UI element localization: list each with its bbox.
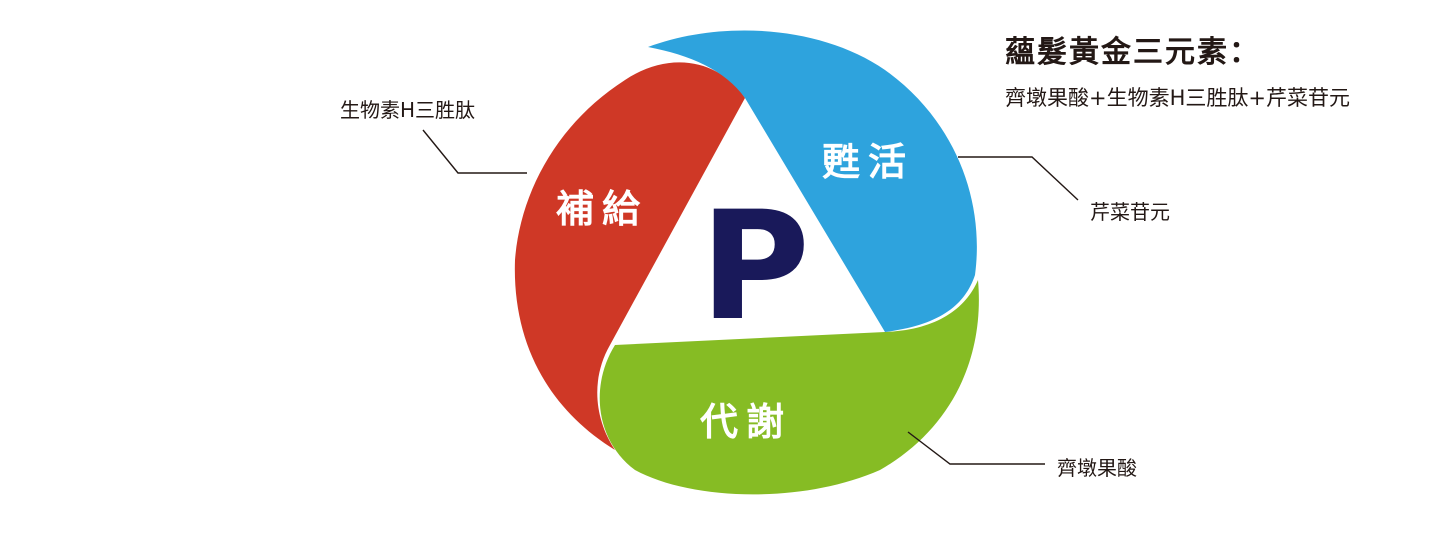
segment-revive — [648, 30, 977, 333]
heading-title: 蘊髮黃金三元素： — [1005, 35, 1261, 70]
segment-metabolism — [599, 280, 979, 495]
leader-line-oleanolic — [907, 431, 1045, 465]
heading-subtitle: 齊墩果酸+生物素H三胜肽+芹菜苷元 — [1005, 86, 1350, 110]
leader-line-biotin — [422, 129, 527, 174]
callout-apigenin: 芹菜苷元 — [1090, 200, 1170, 224]
center-letter: P — [700, 180, 810, 354]
segment-label-supplement: 補給 — [556, 186, 648, 231]
leader-line-apigenin — [958, 156, 1079, 201]
segment-label-metabolism: 代謝 — [700, 399, 792, 444]
callout-oleanolic: 齊墩果酸 — [1057, 456, 1137, 480]
segment-supplement — [514, 62, 745, 451]
callout-biotin: 生物素H三胜肽 — [340, 98, 475, 122]
segment-label-revive: 甦活 — [822, 139, 914, 184]
